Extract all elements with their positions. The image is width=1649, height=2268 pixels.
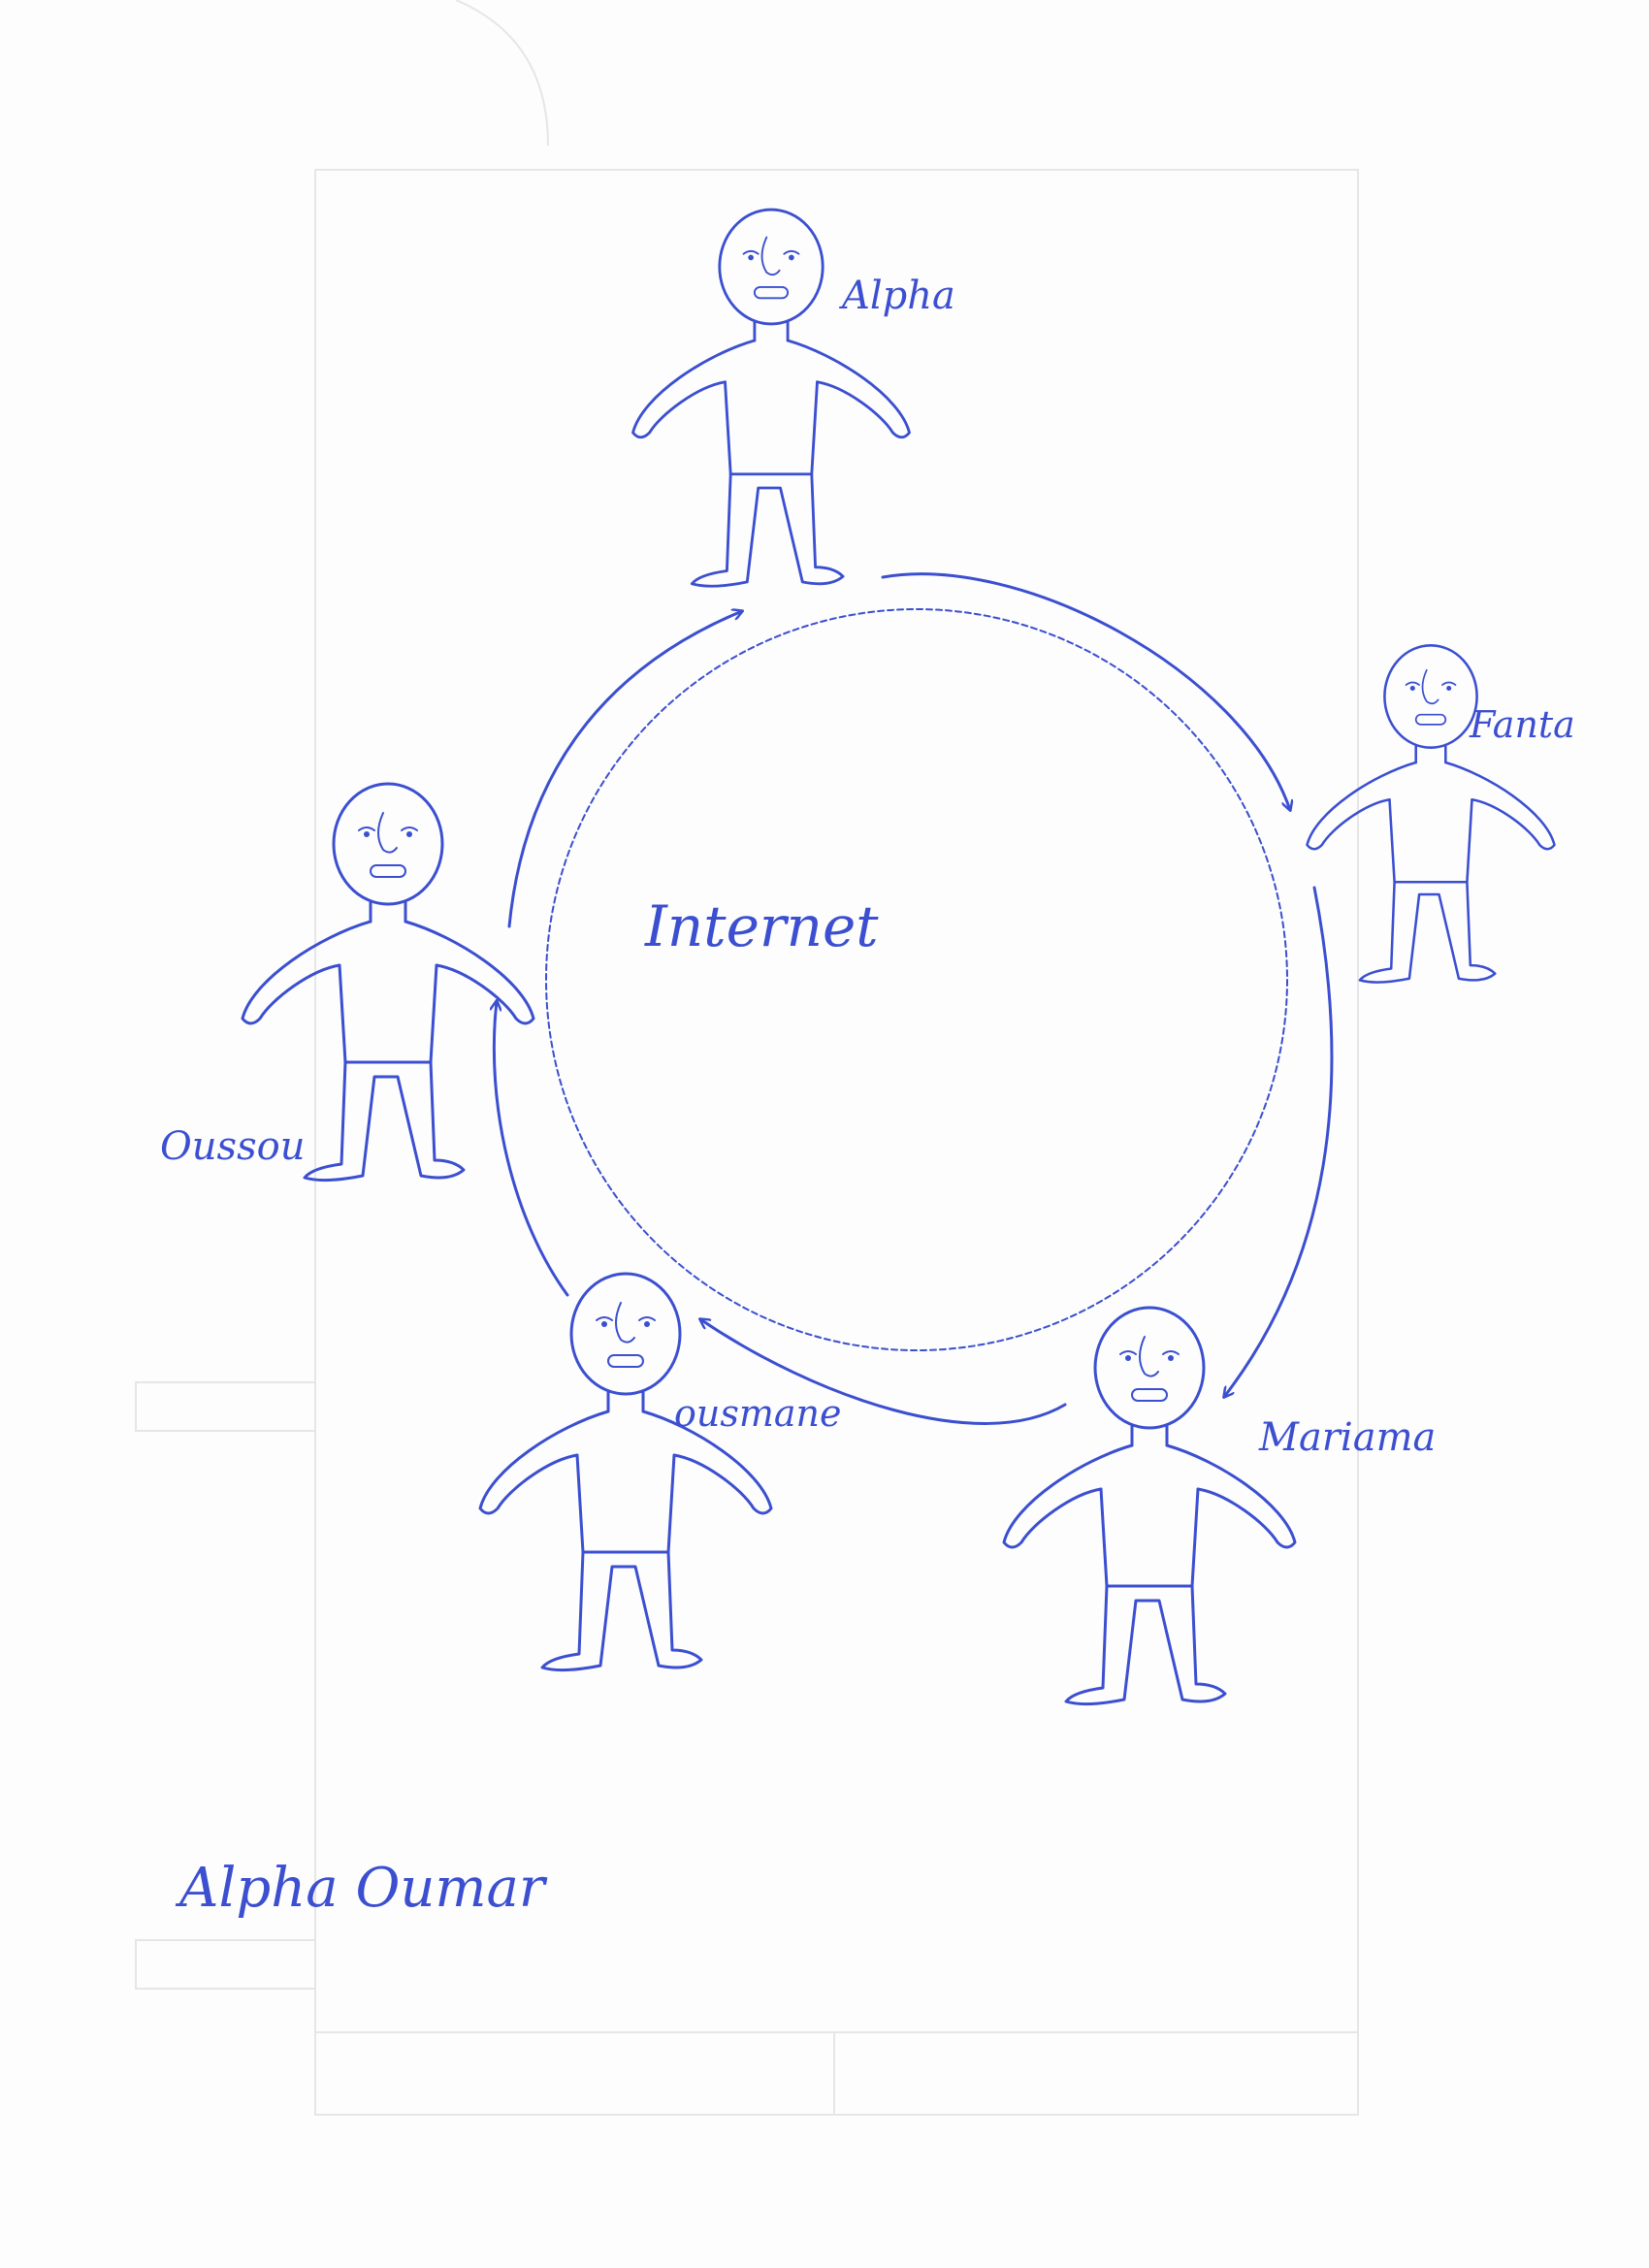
person-name-alpha: Alpha <box>838 274 955 318</box>
person-mariama: Mariama <box>1002 1306 1436 1706</box>
paper-ghost-lines <box>135 0 1359 2116</box>
arrow-ousmane-to-oussou <box>494 1001 569 1297</box>
person-ousmane: ousmane <box>478 1272 842 1672</box>
arrow-fanta-to-mariama <box>1224 886 1334 1397</box>
arrow-alpha-to-fanta <box>881 572 1290 810</box>
person-name-ousmane: ousmane <box>674 1392 842 1435</box>
arrow-oussou-to-alpha <box>507 611 742 928</box>
person-name-oussou: Oussou <box>160 1124 305 1169</box>
person-name-fanta: Fanta <box>1469 703 1575 746</box>
internet-label: Internet <box>644 893 879 959</box>
author-signature: Alpha Oumar <box>175 1857 548 1920</box>
person-oussou: Oussou <box>160 782 535 1183</box>
person-alpha: Alpha <box>631 208 955 588</box>
internet-globe: Internet <box>545 608 1288 1351</box>
person-fanta: Fanta <box>1306 644 1575 984</box>
person-name-mariama: Mariama <box>1258 1415 1436 1460</box>
flow-arrows <box>494 572 1334 1425</box>
arrow-mariama-to-ousmane <box>700 1319 1067 1425</box>
